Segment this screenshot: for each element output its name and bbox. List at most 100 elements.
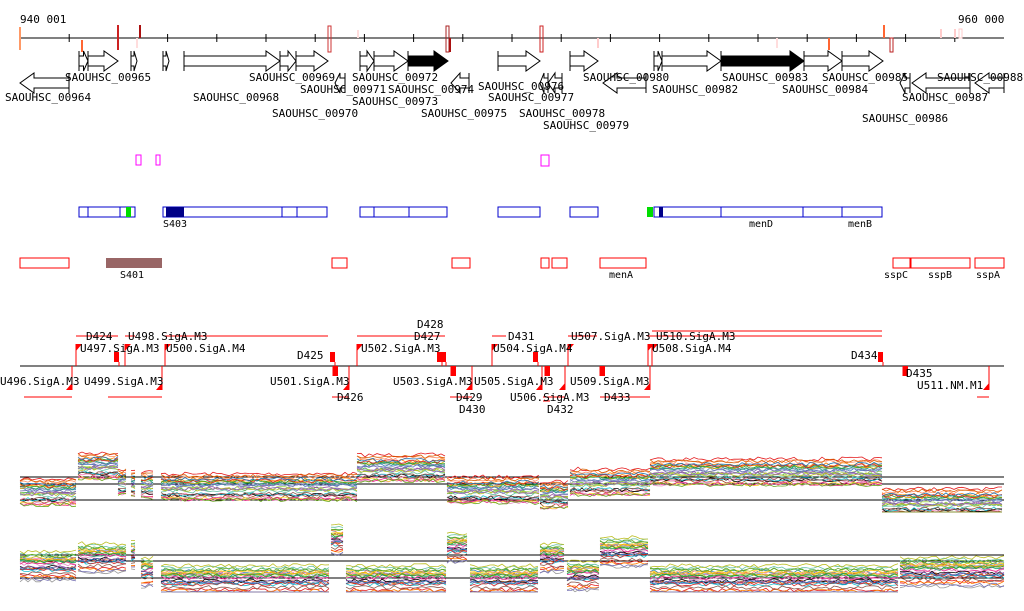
gene-label[interactable]: SAOUHSC_00973	[352, 95, 439, 108]
transcript-label[interactable]: D425	[297, 349, 324, 362]
gene-label[interactable]: SAOUHSC_00964	[5, 91, 92, 104]
gene-arrow[interactable]	[19, 72, 70, 94]
gene-arrow[interactable]	[407, 50, 449, 72]
expression-trace	[140, 484, 154, 487]
expression-trace	[599, 543, 649, 548]
gene-label[interactable]: SAOUHSC_00969	[249, 71, 336, 84]
gene-label[interactable]: SAOUHSC_00986	[862, 112, 949, 125]
small-gene-arrow[interactable]	[162, 50, 170, 72]
small-gene-arrow[interactable]	[78, 50, 89, 72]
expression-trace	[117, 489, 127, 492]
transcript-label[interactable]: D426	[337, 391, 364, 404]
expression-trace	[140, 577, 154, 580]
gene-label[interactable]: SAOUHSC_00979	[543, 119, 630, 132]
transcript-label[interactable]: U509.SigA.M3	[570, 375, 650, 388]
expression-trace	[446, 486, 540, 491]
transcript-label[interactable]: U504.SigA.M4	[493, 342, 573, 355]
gene-arrow[interactable]	[661, 50, 722, 72]
expression-trace	[356, 454, 446, 459]
transcript-label[interactable]: D431	[508, 330, 535, 343]
gene-label[interactable]: SAOUHSC_00983	[722, 71, 809, 84]
gene-arrow[interactable]	[359, 49, 375, 73]
transcript-label[interactable]: U500.SigA.M4	[166, 342, 246, 355]
small-gene-arrow[interactable]	[130, 50, 138, 72]
expression-trace	[130, 472, 136, 474]
expression-trace	[469, 567, 539, 572]
transcript-label[interactable]: D430	[459, 403, 486, 416]
gene-label[interactable]: SAOUHSC_00976	[478, 80, 565, 93]
small-gene-arrow[interactable]	[653, 50, 663, 72]
transcript-label[interactable]: D427	[414, 330, 441, 343]
gene-label[interactable]: SAOUHSC_00980	[583, 71, 670, 84]
expression-trace	[446, 557, 468, 561]
gene-arrow[interactable]	[547, 71, 563, 95]
transcript-label[interactable]: U498.SigA.M3	[128, 330, 208, 343]
transcript-label[interactable]: U497.SigA.M3	[80, 342, 160, 355]
gene-label[interactable]: SAOUHSC_00985	[822, 71, 909, 84]
gene-label[interactable]: SAOUHSC_00984	[782, 83, 869, 96]
transcript-label[interactable]: U503.SigA.M3	[393, 375, 473, 388]
transcript-label[interactable]: U502.SigA.M3	[361, 342, 441, 355]
transcript-label[interactable]: U510.SigA.M3	[656, 330, 736, 343]
gene-arrow[interactable]	[497, 50, 541, 72]
gene-arrow[interactable]	[295, 50, 329, 72]
gene-arrow[interactable]	[720, 50, 805, 72]
transcript-label[interactable]: D432	[547, 403, 574, 416]
expression-trace	[469, 585, 539, 590]
gene-arrow[interactable]	[279, 49, 297, 73]
gene-label[interactable]: SAOUHSC_00975	[421, 107, 508, 120]
tss-arrow-up	[568, 344, 574, 351]
transcript-label[interactable]: D429	[456, 391, 483, 404]
transcript-label[interactable]: D424	[86, 330, 113, 343]
transcript-label[interactable]: U507.SigA.M3	[571, 330, 651, 343]
transcript-label[interactable]: D433	[604, 391, 631, 404]
expression-trace	[345, 573, 447, 578]
gene-arrow[interactable]	[87, 50, 119, 72]
gene-label[interactable]: SAOUHSC_00972	[352, 71, 439, 84]
gene-label[interactable]: SAOUHSC_00968	[193, 91, 280, 104]
gene-arrow[interactable]	[373, 50, 409, 72]
transcript-label[interactable]: U508.SigA.M4	[652, 342, 732, 355]
gene-label[interactable]: SAOUHSC_00977	[488, 91, 575, 104]
magenta-feature	[135, 154, 142, 166]
gene-label[interactable]: SAOUHSC_00987	[902, 91, 989, 104]
expression-trace	[446, 494, 540, 500]
expression-trace	[77, 563, 127, 568]
transcript-label[interactable]: U499.SigA.M3	[84, 375, 164, 388]
transcript-label[interactable]: D434	[851, 349, 878, 362]
gene-label[interactable]: SAOUHSC_00970	[272, 107, 359, 120]
gene-arrow[interactable]	[841, 50, 884, 72]
transcript-label[interactable]: U511.NM.M1	[917, 379, 984, 392]
gene-arrow[interactable]	[539, 72, 549, 94]
gene-arrow[interactable]	[602, 72, 647, 94]
gene-label[interactable]: SAOUHSC_00988	[937, 71, 1024, 84]
expression-trace	[77, 471, 119, 476]
expression-trace	[160, 585, 330, 590]
red-feature	[974, 257, 1005, 269]
gene-arrow[interactable]	[803, 50, 843, 72]
gene-arrow[interactable]	[911, 72, 971, 94]
expression-trace	[160, 491, 358, 497]
gene-arrow[interactable]	[334, 72, 346, 94]
transcript-label[interactable]: U506.SigA.M3	[510, 391, 590, 404]
expression-trace	[130, 562, 136, 564]
gene-arrow[interactable]	[183, 50, 281, 72]
gene-arrow[interactable]	[569, 50, 599, 72]
gene-label[interactable]: SAOUHSC_00974	[388, 83, 475, 96]
expression-trace	[469, 590, 539, 593]
gene-arrow[interactable]	[899, 72, 911, 94]
gene-label[interactable]: SAOUHSC_00978	[519, 107, 606, 120]
expression-trace	[569, 475, 651, 480]
transcript-label[interactable]: U496.SigA.M3	[0, 375, 80, 388]
transcript-label[interactable]: D435	[906, 367, 933, 380]
expression-trace	[345, 585, 447, 590]
gene-arrow[interactable]	[974, 72, 1005, 94]
expression-trace	[130, 555, 136, 558]
gene-arrow[interactable]	[450, 71, 470, 95]
gene-label[interactable]: SAOUHSC_00965	[65, 71, 152, 84]
transcript-label[interactable]: D428	[417, 318, 444, 331]
gene-label[interactable]: SAOUHSC_00971	[300, 83, 387, 96]
gene-label[interactable]: SAOUHSC_00982	[652, 83, 739, 96]
transcript-label[interactable]: U505.SigA.M3	[474, 375, 554, 388]
transcript-label[interactable]: U501.SigA.M3	[270, 375, 350, 388]
